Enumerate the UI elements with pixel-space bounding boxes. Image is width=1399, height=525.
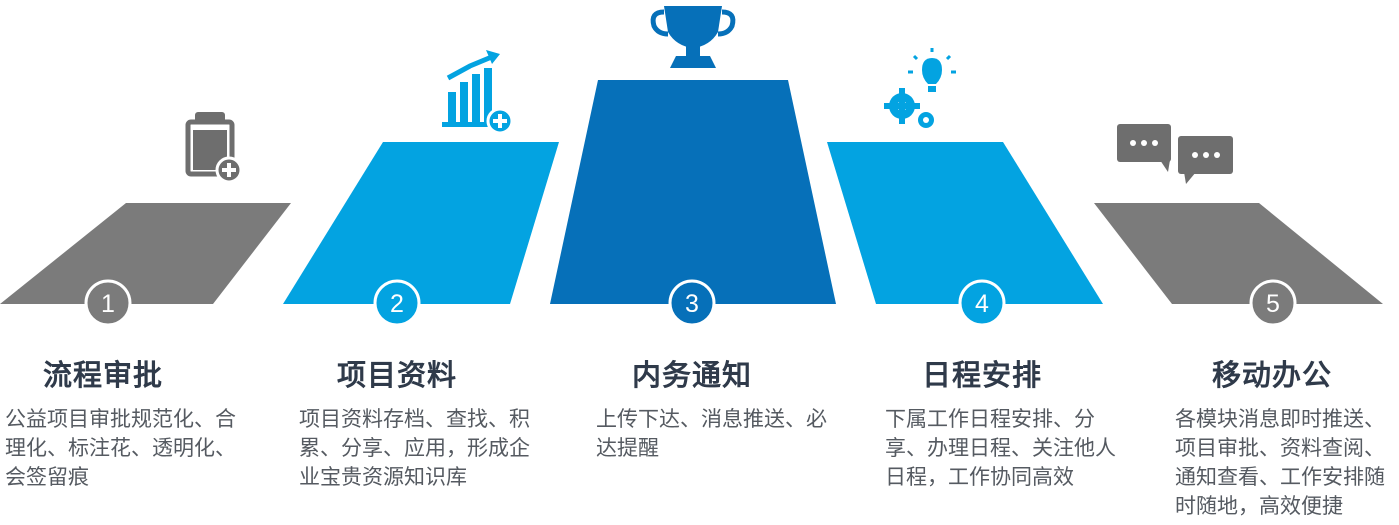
badge-number: 4 [975,290,989,318]
gears-lightbulb-icon [884,48,956,128]
badge-step-2: 2 [373,279,421,327]
trophy-icon [650,6,736,68]
platform-step-2 [283,142,559,304]
badge-number: 2 [390,290,404,318]
clipboard-add-icon [185,112,243,184]
chat-bubbles-icon [1117,124,1233,184]
badge-step-3: 3 [668,279,716,327]
bar-chart-growth-icon [442,50,514,135]
step-3-description: 上传下达、消息推送、必达提醒 [596,407,827,460]
badge-number: 1 [101,290,115,318]
platform-step-4 [827,142,1103,304]
step-2-title: 项目资料 [336,358,457,392]
badge-step-1: 1 [84,279,132,327]
step-3-title: 内务通知 [631,358,752,392]
badge-number: 3 [685,290,699,318]
step-1-description: 公益项目审批规范化、合理化、标注花、透明化、会签留痕 [5,407,236,489]
step-4-title: 日程安排 [921,358,1042,392]
badge-step-5: 5 [1249,279,1297,327]
platform-step-1 [0,203,291,304]
platform-step-5 [1094,203,1383,304]
step-5-description: 各模块消息即时推送、项目审批、资料查阅、通知查看、工作安排随时随地，高效便捷 [1175,407,1385,518]
step-1-title: 流程审批 [42,358,163,392]
badge-step-4: 4 [958,279,1006,327]
badge-number: 5 [1266,290,1280,318]
platform-step-3 [550,80,836,304]
step-2-description: 项目资料存档、查找、积累、分享、应用，形成企业宝贵资源知识库 [299,407,530,489]
step-4-description: 下属工作日程安排、分享、办理日程、关注他人日程，工作协同高效 [885,407,1116,489]
step-5-title: 移动办公 [1211,358,1332,392]
